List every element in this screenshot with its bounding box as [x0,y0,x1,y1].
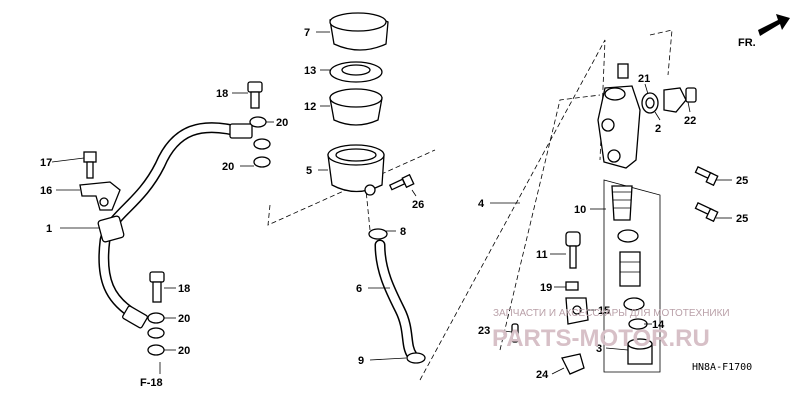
callout-10: 10 [574,204,586,216]
callout-18-top: 18 [216,88,228,100]
mounting-bolts [694,166,719,223]
callout-25-lower: 25 [736,213,748,225]
callout-23: 23 [478,325,490,337]
callout-20-lower: 20 [178,313,190,325]
top-banjo-fittings [247,81,271,168]
callout-22: 22 [684,115,696,127]
callout-20-top: 20 [276,117,288,129]
push-rod-assembly [511,231,589,375]
piston-kit [603,179,661,373]
callout-18-bottom: 18 [178,283,190,295]
callout-3: 3 [596,343,602,355]
callout-15: 15 [598,305,610,317]
watermark-tagline: ЗАПЧАСТИ И АКСЕССУАРЫ ДЛЯ МОТОТЕХНИКИ [493,308,730,319]
callout-20-bottom: 20 [178,345,190,357]
callout-2: 2 [655,123,661,135]
reference-label: F-18 [140,377,163,389]
callout-20-mid: 20 [222,161,234,173]
watermark-site: PARTS-MOTOR.RU [492,325,710,352]
hose-clamp [79,151,121,211]
callout-14: 14 [652,319,665,331]
callout-1: 1 [46,223,52,235]
watermark: ЗАПЧАСТИ И АКСЕССУАРЫ ДЛЯ МОТОТЕХНИКИ PA… [492,308,730,352]
callout-12: 12 [304,101,316,113]
callout-9: 9 [358,355,364,367]
inlet-joint [641,87,697,114]
diagram-code: HN8A-F1700 [692,362,752,373]
reservoir-bolt [388,173,415,191]
callout-6: 6 [356,283,362,295]
callout-26: 26 [412,199,424,211]
brake-hose [97,122,253,329]
master-cylinder-body [597,63,641,169]
callout-24: 24 [536,369,549,381]
callout-17: 17 [40,157,52,169]
reservoir-assembly [327,12,389,196]
front-direction-label: FR. [738,37,756,49]
front-direction-arrow: FR. [738,14,790,49]
callout-16: 16 [40,185,52,197]
reservoir-hose [368,228,426,364]
callout-19: 19 [540,282,552,294]
callout-21: 21 [638,73,650,85]
leader-lines [51,31,732,375]
callout-11: 11 [536,249,548,261]
callout-5: 5 [306,165,312,177]
callout-8: 8 [400,226,406,238]
callout-4: 4 [478,198,485,210]
bottom-banjo-fittings [147,271,165,356]
callouts: 1 2 3 4 5 6 7 8 9 10 11 12 13 14 15 16 1… [40,27,748,381]
callout-13: 13 [304,65,316,77]
callout-7: 7 [304,27,310,39]
callout-25-upper: 25 [736,175,748,187]
